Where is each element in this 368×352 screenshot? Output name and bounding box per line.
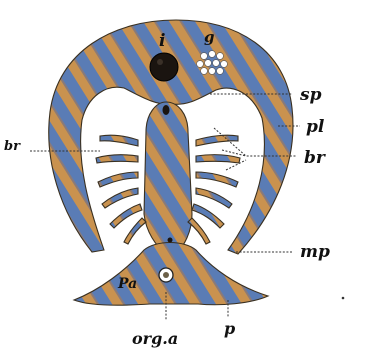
label-pl: pl <box>306 117 325 137</box>
stray-dot <box>342 297 345 300</box>
left-appendages <box>96 135 146 244</box>
label-i: i <box>159 31 165 51</box>
organ-i <box>150 53 178 81</box>
right-appendages <box>188 135 240 244</box>
label-mp: mp <box>300 242 330 262</box>
label-org-a: org.a <box>132 329 178 348</box>
label-g: g <box>204 28 215 46</box>
label-pa: Pa <box>117 276 137 292</box>
trunk-spot-top <box>163 105 170 115</box>
label-br-right: br <box>304 148 326 168</box>
label-p: p <box>224 319 235 338</box>
label-br-left: br <box>4 139 21 154</box>
central-trunk <box>144 102 192 254</box>
trunk-spot-bottom <box>168 238 173 243</box>
label-sp: sp <box>299 85 322 105</box>
